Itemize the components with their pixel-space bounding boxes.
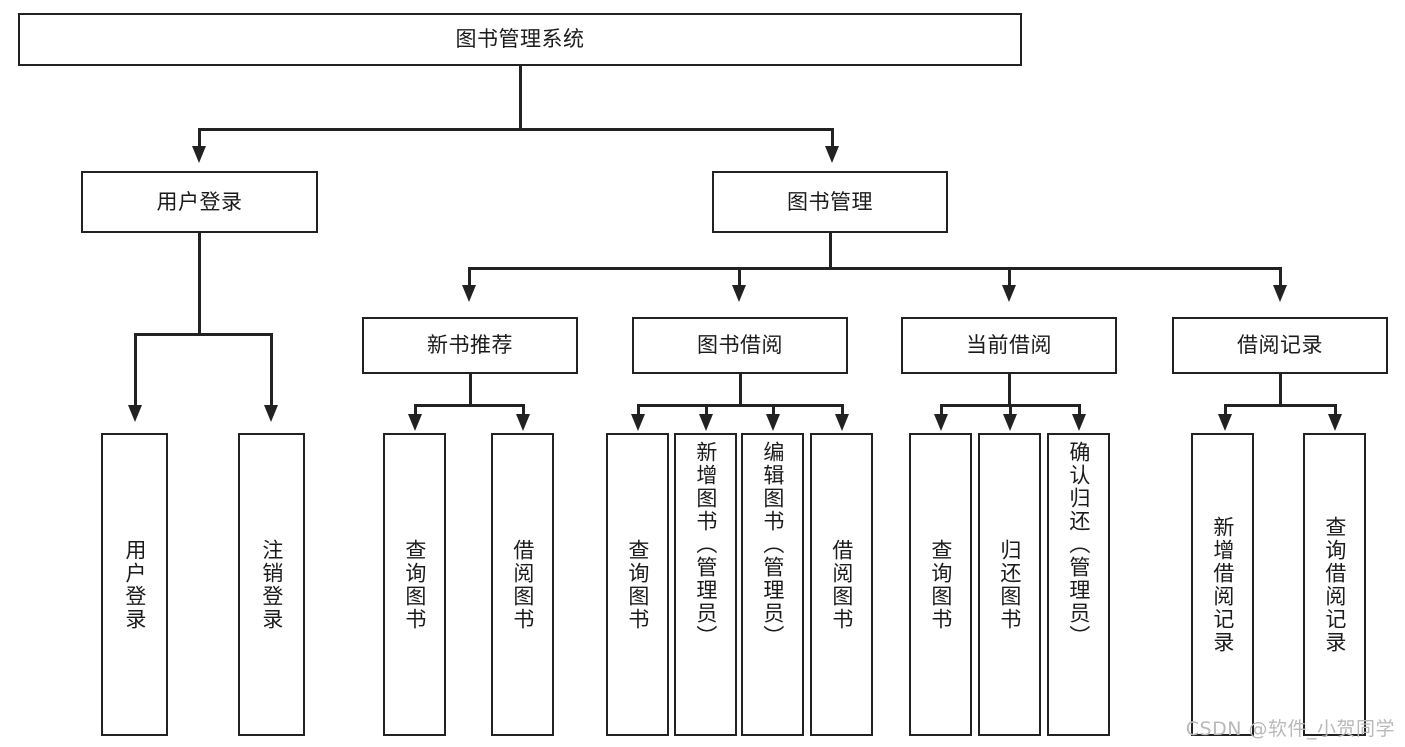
node-label: 图书借阅 xyxy=(697,333,783,358)
csdn-watermark: CSDN @软件_小贺同学 xyxy=(1185,718,1395,740)
connector-root-bus xyxy=(198,128,833,131)
arrowhead-book-borrow xyxy=(732,285,746,302)
node-label: 确认归还（管理员） xyxy=(1066,441,1091,648)
node-label: 借阅记录 xyxy=(1237,333,1323,358)
node-label: 图书管理 xyxy=(787,189,873,214)
arrowhead-leaf-query-book-1 xyxy=(408,414,422,431)
arrowhead-borrow-record xyxy=(1273,285,1287,302)
node-user-login[interactable]: 用户登录 xyxy=(81,171,318,233)
node-leaf-borrow-book-2[interactable]: 借阅图书 xyxy=(810,433,873,736)
connector-new-book-drop-1 xyxy=(414,404,417,415)
node-leaf-logout-login[interactable]: 注销登录 xyxy=(238,433,305,736)
connector-borrow-record-bus xyxy=(1224,404,1336,407)
connector-level3-bus xyxy=(468,267,1282,270)
node-label: 编辑图书（管理员） xyxy=(760,441,785,648)
node-book-borrow[interactable]: 图书借阅 xyxy=(632,317,848,374)
node-label: 图书管理系统 xyxy=(455,27,585,52)
connector-book-manage-stem xyxy=(829,233,832,269)
arrowhead-current-borrow xyxy=(1002,285,1016,302)
connector-user-login-drop-2 xyxy=(270,333,273,405)
node-leaf-return-book[interactable]: 归还图书 xyxy=(978,433,1041,736)
node-leaf-query-record[interactable]: 查询借阅记录 xyxy=(1303,433,1366,736)
node-leaf-query-book-1[interactable]: 查询图书 xyxy=(383,433,446,736)
arrowhead-leaf-add-record xyxy=(1218,414,1232,431)
connector-current-borrow-stem xyxy=(1008,374,1011,406)
node-leaf-query-book-3[interactable]: 查询图书 xyxy=(909,433,972,736)
arrowhead-leaf-query-book-3 xyxy=(934,414,948,431)
connector-current-borrow-drop-1 xyxy=(940,404,943,415)
arrowhead-to-book-manage xyxy=(825,146,839,163)
arrowhead-leaf-add-book xyxy=(699,414,713,431)
node-new-book-recommend[interactable]: 新书推荐 xyxy=(362,317,578,374)
connector-level3-drop-1 xyxy=(468,267,471,285)
node-label: 用户登录 xyxy=(156,189,243,214)
connector-book-borrow-drop-1 xyxy=(637,404,640,415)
connector-level3-drop-4 xyxy=(1279,267,1282,285)
connector-book-borrow-drop-2 xyxy=(705,404,708,415)
arrowhead-leaf-borrow-book-1 xyxy=(516,414,530,431)
node-leaf-edit-book[interactable]: 编辑图书（管理员） xyxy=(741,433,804,736)
node-label: 查询借阅记录 xyxy=(1322,515,1347,654)
arrowhead-leaf-query-record xyxy=(1328,414,1342,431)
connector-borrow-record-stem xyxy=(1279,374,1282,406)
node-label: 查询图书 xyxy=(402,538,427,631)
node-label: 新书推荐 xyxy=(427,333,513,358)
arrowhead-leaf-edit-book xyxy=(766,414,780,431)
arrowhead-leaf-confirm-return xyxy=(1072,414,1086,431)
node-label: 用户登录 xyxy=(122,538,147,631)
connector-root-drop-left xyxy=(198,128,201,146)
arrowhead-leaf-query-book-2 xyxy=(631,414,645,431)
connector-root-stem xyxy=(519,66,522,130)
connector-user-login-bus xyxy=(134,333,272,336)
node-label: 查询图书 xyxy=(928,538,953,631)
connector-new-book-drop-2 xyxy=(522,404,525,415)
connector-borrow-record-drop-1 xyxy=(1224,404,1227,415)
node-book-manage[interactable]: 图书管理 xyxy=(712,171,948,233)
connector-root-drop-right xyxy=(831,128,834,146)
connector-book-borrow-drop-4 xyxy=(841,404,844,415)
connector-user-login-drop-1 xyxy=(134,333,137,405)
connector-user-login-stem xyxy=(198,233,201,335)
node-leaf-user-login[interactable]: 用户登录 xyxy=(101,433,168,736)
node-borrow-record[interactable]: 借阅记录 xyxy=(1172,317,1388,374)
arrowhead-to-user-login xyxy=(192,146,206,163)
node-label: 新增图书（管理员） xyxy=(693,441,718,648)
arrowhead-leaf-return-book xyxy=(1003,414,1017,431)
node-label: 当前借阅 xyxy=(966,333,1052,358)
connector-book-borrow-bus xyxy=(637,404,843,407)
node-leaf-query-book-2[interactable]: 查询图书 xyxy=(606,433,669,736)
node-leaf-add-book[interactable]: 新增图书（管理员） xyxy=(674,433,737,736)
node-leaf-borrow-book-1[interactable]: 借阅图书 xyxy=(491,433,554,736)
node-leaf-add-record[interactable]: 新增借阅记录 xyxy=(1191,433,1254,736)
connector-current-borrow-drop-3 xyxy=(1078,404,1081,415)
connector-new-book-stem xyxy=(469,374,472,406)
connector-new-book-bus xyxy=(414,404,524,407)
connector-book-borrow-drop-3 xyxy=(772,404,775,415)
connector-current-borrow-drop-2 xyxy=(1009,404,1012,415)
node-label: 注销登录 xyxy=(259,538,284,631)
connector-borrow-record-drop-2 xyxy=(1334,404,1337,415)
node-label: 借阅图书 xyxy=(510,538,535,631)
arrowhead-leaf-user-login xyxy=(128,405,142,422)
connector-level3-drop-3 xyxy=(1008,267,1011,285)
node-current-borrow[interactable]: 当前借阅 xyxy=(901,317,1117,374)
node-label: 借阅图书 xyxy=(829,538,854,631)
node-label: 新增借阅记录 xyxy=(1210,515,1235,654)
arrowhead-leaf-borrow-book-2 xyxy=(835,414,849,431)
node-leaf-confirm-return[interactable]: 确认归还（管理员） xyxy=(1047,433,1110,736)
arrowhead-leaf-logout-login xyxy=(264,405,278,422)
connector-level3-drop-2 xyxy=(738,267,741,285)
node-label: 查询图书 xyxy=(625,538,650,631)
connector-book-borrow-stem xyxy=(739,374,742,406)
node-label: 归还图书 xyxy=(997,538,1022,631)
arrowhead-new-book-recommend xyxy=(462,285,476,302)
node-root-book-management-system[interactable]: 图书管理系统 xyxy=(18,13,1022,66)
